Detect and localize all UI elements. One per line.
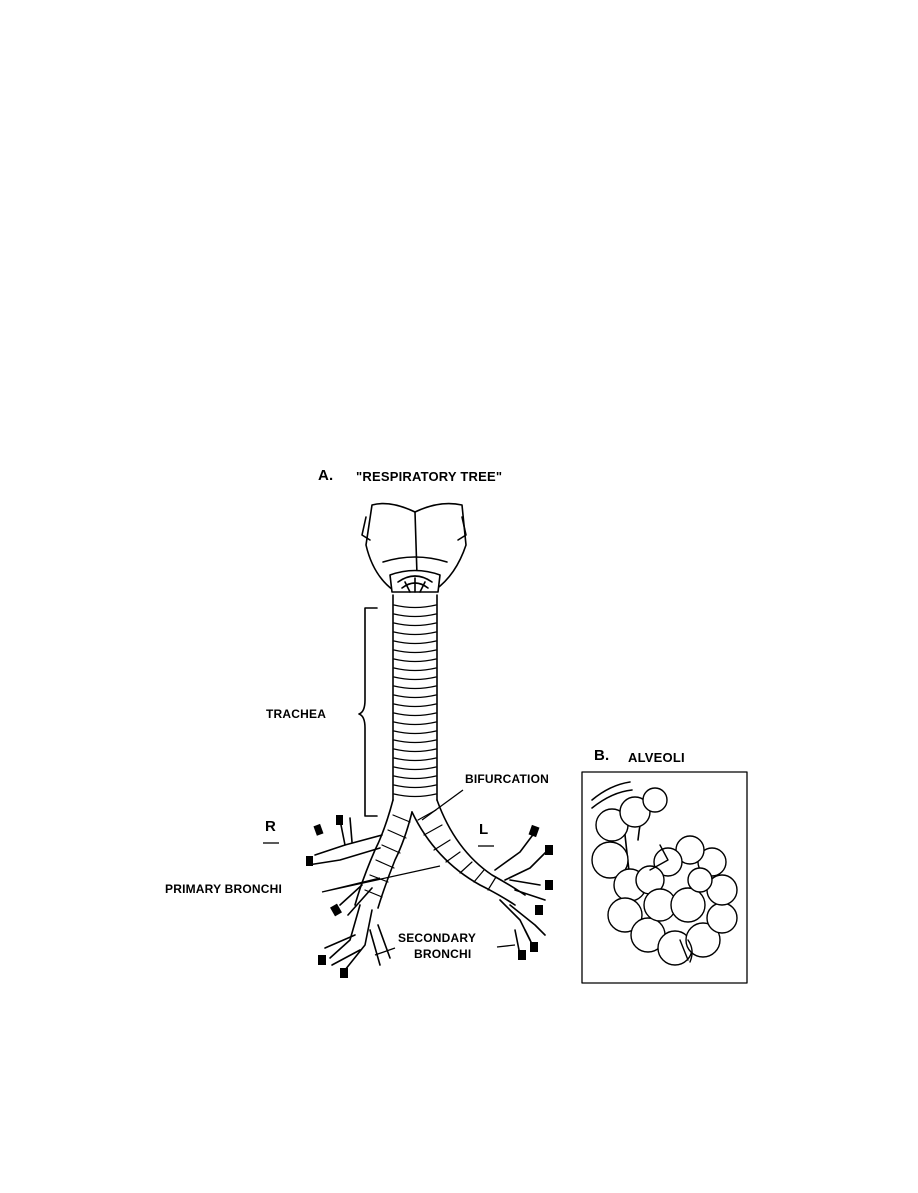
bronchus-ring bbox=[473, 869, 485, 883]
trachea-ring bbox=[393, 613, 437, 618]
bronchus-ring bbox=[387, 829, 407, 839]
trachea-ring bbox=[393, 784, 437, 789]
primary-bronchi bbox=[354, 799, 526, 909]
trachea-ring bbox=[393, 694, 437, 699]
alveolus-sac bbox=[670, 887, 706, 923]
alveolus-sac bbox=[607, 897, 643, 933]
label-bifurcation: BIFURCATION bbox=[465, 772, 549, 786]
alveolus-sac bbox=[642, 787, 668, 813]
trachea-ring bbox=[393, 685, 437, 690]
alveoli-box bbox=[581, 771, 748, 984]
trachea-ring bbox=[393, 748, 437, 753]
leader-lines bbox=[263, 789, 516, 956]
trachea-ring bbox=[393, 766, 437, 771]
bronchus-ring bbox=[375, 859, 395, 869]
bronchus-ring bbox=[381, 844, 401, 854]
trachea-ring bbox=[393, 712, 437, 717]
bronchus-ring bbox=[433, 839, 451, 851]
trachea-ring bbox=[393, 793, 437, 798]
trachea-ring bbox=[393, 775, 437, 780]
trachea-ring bbox=[393, 730, 437, 735]
panel-b-letter: B. bbox=[594, 747, 610, 764]
trachea-ring bbox=[393, 622, 437, 627]
trachea-tube bbox=[392, 594, 438, 801]
alveolus-sac bbox=[591, 841, 629, 879]
trachea-ring bbox=[393, 649, 437, 654]
panel-a-letter: A. bbox=[318, 467, 334, 484]
alveolus-sac bbox=[653, 847, 683, 877]
label-left: L bbox=[479, 821, 489, 838]
trachea-ring bbox=[393, 640, 437, 645]
bronchus-ring bbox=[364, 889, 383, 898]
trachea-ring bbox=[393, 667, 437, 672]
trachea-ring bbox=[393, 631, 437, 636]
alveolar-duct bbox=[649, 844, 669, 871]
right-bronchial-branches bbox=[307, 817, 391, 971]
trachea-ring bbox=[393, 703, 437, 708]
panel-b-title: ALVEOLI bbox=[628, 750, 685, 765]
trachea-ring bbox=[393, 676, 437, 681]
label-right: R bbox=[265, 818, 277, 835]
alveolus-sac bbox=[706, 902, 738, 934]
alveolus-sac bbox=[619, 796, 651, 828]
label-primary-bronchi: PRIMARY BRONCHI bbox=[165, 882, 283, 896]
bronchus-ring bbox=[392, 814, 411, 823]
label-secondary-line1: SECONDARY bbox=[398, 931, 477, 945]
bronchus-ring bbox=[459, 861, 473, 874]
label-trachea: TRACHEA bbox=[266, 707, 327, 721]
trachea-ring bbox=[393, 658, 437, 663]
alveolus-sac bbox=[685, 922, 721, 958]
trachea-brace bbox=[358, 607, 378, 817]
label-secondary-line2: BRONCHI bbox=[414, 947, 472, 961]
panel-a-title: "RESPIRATORY TREE" bbox=[356, 469, 503, 484]
trachea-ring bbox=[393, 721, 437, 726]
larynx bbox=[361, 502, 467, 593]
bronchus-ring bbox=[423, 824, 443, 836]
bronchus-ring bbox=[487, 876, 497, 891]
trachea-ring bbox=[393, 604, 437, 609]
trachea-ring bbox=[393, 757, 437, 762]
alveolus-sac bbox=[687, 867, 713, 893]
bronchus-ring bbox=[445, 851, 461, 863]
cartilage-caps bbox=[306, 815, 553, 978]
trachea-ring bbox=[393, 739, 437, 744]
alveolar-duct bbox=[679, 939, 693, 963]
